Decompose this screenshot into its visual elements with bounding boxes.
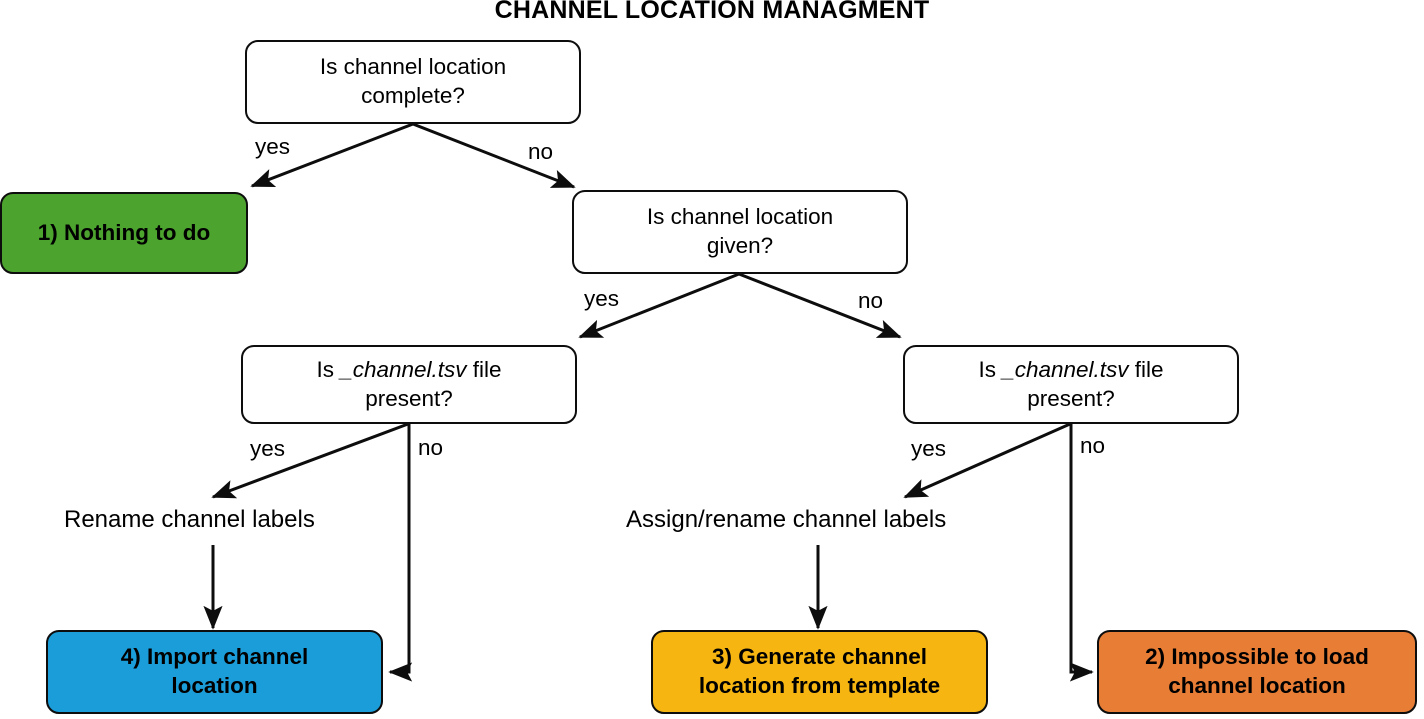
edge-label-q1-no: no	[528, 139, 554, 164]
decision-node-channel-location-given[interactable]: Is channel location given?	[572, 190, 908, 274]
decision-label-filename: _channel.tsv	[340, 356, 467, 382]
decision-node-label: Is channel location complete?	[320, 53, 506, 110]
decision-label-line1: Is channel location	[319, 54, 507, 80]
edge-q3left-no	[388, 424, 413, 682]
result-label-line2: location from template	[698, 673, 941, 698]
result-node-label: 2) Impossible to load channel location	[1145, 643, 1369, 700]
result-node-label: 4) Import channel location	[121, 643, 309, 700]
result-node-label: 1) Nothing to do	[37, 219, 211, 245]
decision-node-channel-location-complete[interactable]: Is channel location complete?	[245, 40, 581, 124]
result-node-nothing-to-do[interactable]: 1) Nothing to do	[0, 192, 248, 274]
result-label-line2: channel location	[1168, 673, 1346, 698]
decision-node-channel-tsv-present-right[interactable]: Is _channel.tsv file present?	[903, 345, 1239, 424]
edge-label-q3left-yes: yes	[250, 436, 286, 461]
edge-label-q2-no: no	[858, 288, 884, 313]
decision-label-line2: present?	[365, 385, 453, 411]
result-label-line1: 4) Import channel	[120, 644, 309, 670]
decision-label-line2: given?	[706, 233, 774, 258]
result-node-generate-channel-location-template[interactable]: 3) Generate channel location from templa…	[651, 630, 988, 714]
result-label-line2: location	[171, 673, 258, 698]
edge-label-q3right-yes: yes	[911, 436, 947, 461]
decision-node-label: Is _channel.tsv file present?	[316, 356, 501, 413]
result-label-line1: 2) Impossible to load	[1145, 644, 1369, 670]
decision-node-label: Is channel location given?	[647, 203, 833, 260]
action-label: Rename channel labels	[64, 506, 315, 533]
result-node-impossible-to-load[interactable]: 2) Impossible to load channel location	[1097, 630, 1417, 714]
edge-label-q1-yes: yes	[255, 134, 291, 159]
action-label: Assign/rename channel labels	[626, 506, 947, 533]
decision-label-line2: present?	[1027, 385, 1115, 411]
result-node-import-channel-location[interactable]: 4) Import channel location	[46, 630, 383, 714]
decision-node-channel-tsv-present-left[interactable]: Is _channel.tsv file present?	[241, 345, 577, 424]
decision-label-suffix: file	[466, 356, 502, 382]
decision-label-prefix: Is	[978, 356, 1003, 382]
action-rename-channel-labels: Rename channel labels	[64, 506, 315, 534]
page-title: CHANNEL LOCATION MANAGMENT	[494, 0, 930, 24]
decision-label-line2: complete?	[361, 83, 465, 108]
edge-label-q2-yes: yes	[584, 286, 620, 311]
result-node-label: 3) Generate channel location from templa…	[699, 643, 940, 700]
edge-q3right-no	[1069, 424, 1094, 682]
decision-label-suffix: file	[1128, 356, 1164, 382]
decision-label-line1: Is channel location	[646, 204, 834, 230]
result-label-line1: 3) Generate channel	[711, 644, 928, 670]
action-assign-rename-channel-labels: Assign/rename channel labels	[626, 506, 946, 534]
decision-label-prefix: Is	[316, 356, 341, 382]
decision-node-label: Is _channel.tsv file present?	[978, 356, 1163, 413]
edge-label-q3right-no: no	[1080, 433, 1106, 458]
edge-label-q3left-no: no	[418, 435, 444, 460]
edge-q3left-yes	[211, 422, 409, 499]
decision-label-filename: _channel.tsv	[1002, 356, 1129, 382]
